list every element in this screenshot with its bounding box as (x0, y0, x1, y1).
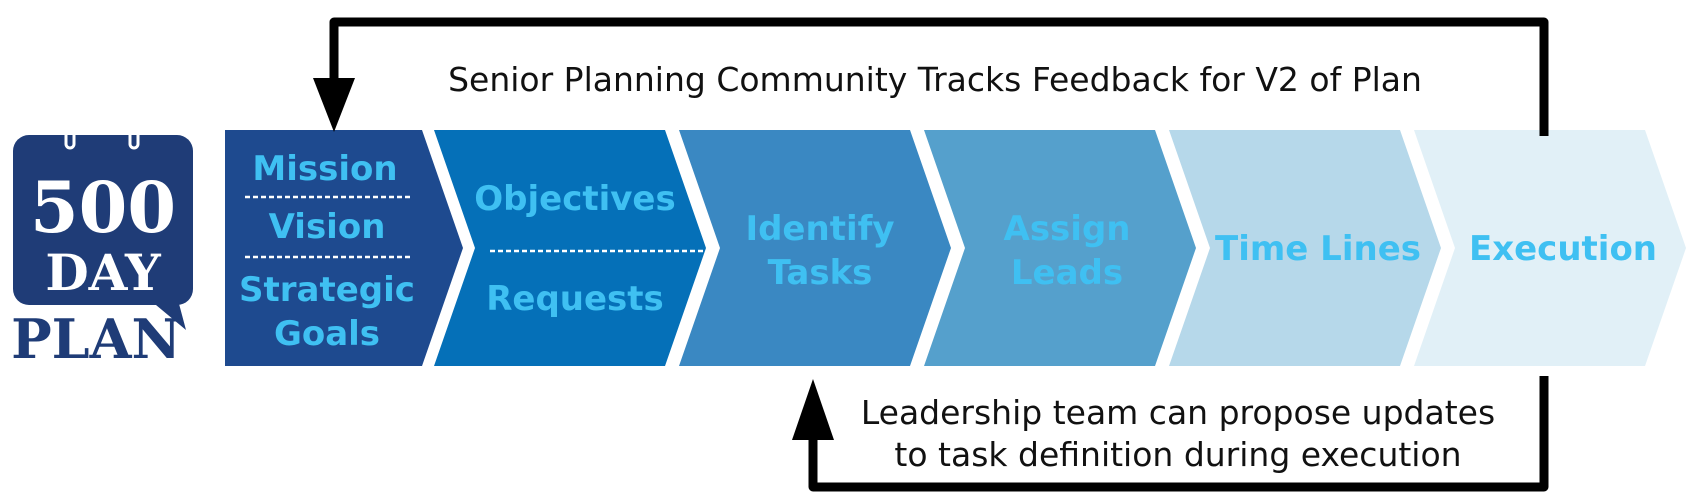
stage-5-line-1: Time Lines (1215, 229, 1421, 269)
feedback-top-label: Senior Planning Community Tracks Feedbac… (448, 60, 1422, 99)
stage-1-line-4: Goals (274, 314, 380, 354)
logo-calendar-tail (150, 300, 186, 330)
stage-6-line-1: Execution (1469, 229, 1657, 269)
feedback-loop-bottom (792, 376, 1549, 492)
logo-calendar-body (13, 135, 193, 305)
stage-chevrons (225, 130, 1686, 366)
logo-ring-right (128, 126, 140, 150)
feedback-top-line (329, 17, 1549, 136)
logo-day: DAY (45, 243, 162, 302)
stage-1-line-2: Vision (269, 207, 386, 247)
logo-number: 500 (30, 166, 176, 249)
feedback-bottom-label-line-2: to task definition during execution (894, 435, 1461, 474)
feedback-top-arrowhead (313, 78, 355, 132)
stage-3-chevron (679, 130, 951, 366)
stage-3-line-2: Tasks (768, 253, 873, 293)
stage-2-chevron (434, 130, 706, 366)
stage-2-line-2: Requests (486, 279, 664, 319)
stage-1-line-1: Mission (252, 149, 397, 189)
stage-1-line-3: Strategic (239, 270, 415, 310)
feedback-loop-top (313, 17, 1549, 136)
logo-ring-left (64, 126, 76, 150)
stage-2-line-1: Objectives (474, 179, 675, 219)
feedback-bottom-line (808, 376, 1549, 492)
logo-plan: PLAN (11, 307, 181, 371)
feedback-bottom-label-line-1: Leadership team can propose updates (861, 393, 1495, 432)
stage-4-line-1: Assign (1004, 209, 1131, 249)
stage-4-line-2: Leads (1011, 253, 1123, 293)
logo-500-day-plan: 500 DAY PLAN (11, 126, 193, 371)
stage-1-chevron (225, 130, 463, 366)
stage-3-line-1: Identify (745, 209, 894, 249)
stage-5-chevron (1169, 130, 1441, 366)
feedback-bottom-arrowhead (792, 379, 834, 440)
stage-6-chevron (1414, 130, 1686, 366)
stage-4-chevron (924, 130, 1196, 366)
